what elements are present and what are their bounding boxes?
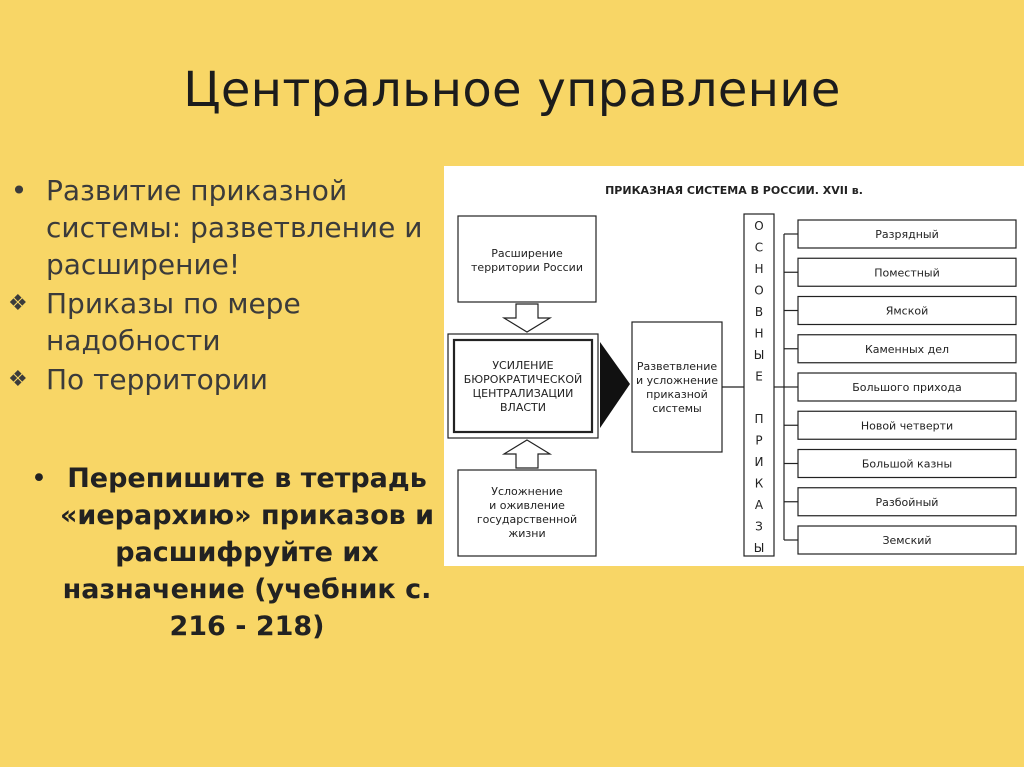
box-state-life-text: жизни xyxy=(508,527,545,540)
vertical-letter: В xyxy=(755,305,763,319)
prikaz-label: Земский xyxy=(882,534,931,547)
box-territory-text: территории России xyxy=(471,261,583,274)
box-centralization-text: ВЛАСТИ xyxy=(500,401,546,414)
task-item: • Перепишите в тетрадь «иерархию» приказ… xyxy=(20,460,450,645)
arrow-up-icon xyxy=(501,439,553,469)
prikaz-system-diagram: ПРИКАЗНАЯ СИСТЕМА В РОССИИ. XVII в. Расш… xyxy=(444,166,1024,566)
bullet-text: Развитие приказной системы: разветвление… xyxy=(46,174,423,281)
prikaz-box xyxy=(797,295,1017,326)
vertical-letter: Е xyxy=(755,369,763,383)
box-centralization-outer xyxy=(447,333,599,439)
bullet-text: Приказы по мере надобности xyxy=(46,287,301,357)
diamond-bullet-icon: ❖ xyxy=(8,367,28,392)
diamond-bullet-icon: ❖ xyxy=(8,291,28,316)
prikaz-box xyxy=(797,525,1017,555)
bullet-text: По территории xyxy=(46,363,268,396)
vertical-letter: Ы xyxy=(754,541,765,555)
vertical-letter: Р xyxy=(755,434,762,448)
prikaz-box xyxy=(797,372,1017,402)
prikaz-box xyxy=(797,448,1017,479)
bullet-item: ❖ Приказы по мере надобности xyxy=(8,285,438,359)
box-centralization-text: УСИЛЕНИЕ xyxy=(492,359,553,372)
diagram-canvas: ПРИКАЗНАЯ СИСТЕМА В РОССИИ. XVII в. Расш… xyxy=(447,184,1017,557)
box-branching-text: Разветвление xyxy=(637,360,718,373)
prikaz-label: Ямской xyxy=(886,305,929,318)
box-osnovnye-prikazy xyxy=(743,213,775,557)
vertical-letter: И xyxy=(755,455,764,469)
prikaz-box xyxy=(797,219,1017,249)
bullet-dot-icon: • xyxy=(10,174,28,207)
prikaz-label: Большой казны xyxy=(862,458,952,471)
vertical-letter: Н xyxy=(754,262,763,276)
prikaz-box xyxy=(797,257,1017,287)
vertical-letter: З xyxy=(755,520,763,534)
bullet-list: • Развитие приказной системы: разветвлен… xyxy=(8,172,438,398)
box-centralization-text: ЦЕНТРАЛИЗАЦИИ xyxy=(473,387,574,400)
bullet-dot-icon: • xyxy=(31,463,47,494)
box-state-life xyxy=(457,469,597,557)
vertical-letter: О xyxy=(754,283,763,297)
vertical-letter: Ы xyxy=(754,348,765,362)
box-territory-expansion xyxy=(457,215,597,303)
arrow-down-icon xyxy=(501,303,553,333)
prikaz-label: Разбойный xyxy=(876,496,939,509)
vertical-letter: П xyxy=(754,412,763,426)
box-centralization-text: БЮРОКРАТИЧЕСКОЙ xyxy=(464,373,583,386)
box-branching xyxy=(631,321,723,453)
box-state-life-text: Усложнение xyxy=(491,485,563,498)
prikaz-label: Каменных дел xyxy=(865,343,949,356)
vertical-letter: Н xyxy=(754,326,763,340)
diagram-connectors xyxy=(501,233,798,541)
prikaz-box xyxy=(797,487,1017,517)
slide-title: Центральное управление xyxy=(183,62,841,118)
vertical-letter: О xyxy=(754,219,763,233)
box-branching-text: приказной xyxy=(646,388,708,401)
prikaz-box xyxy=(797,410,1017,440)
box-branching-text: и усложнение xyxy=(636,374,718,387)
bullet-item: • Развитие приказной системы: разветвлен… xyxy=(8,172,438,283)
bullet-item: ❖ По территории xyxy=(8,361,438,398)
prikaz-label: Новой четверти xyxy=(861,419,953,432)
box-centralization xyxy=(452,338,594,434)
arrow-right-icon xyxy=(600,342,630,428)
prikaz-label: Большого прихода xyxy=(852,381,962,394)
task-text: Перепишите в тетрадь «иерархию» приказов… xyxy=(59,463,435,642)
prikaz-box xyxy=(797,334,1017,364)
diagram-title: ПРИКАЗНАЯ СИСТЕМА В РОССИИ. XVII в. xyxy=(605,184,863,197)
box-branching-text: системы xyxy=(652,402,701,415)
vertical-letter: С xyxy=(755,240,763,254)
vertical-letter: К xyxy=(755,477,764,491)
prikaz-label: Поместный xyxy=(874,266,940,279)
prikaz-label: Разрядный xyxy=(875,228,938,241)
vertical-letter: А xyxy=(755,498,764,512)
box-state-life-text: государственной xyxy=(477,513,577,526)
box-territory-text: Расширение xyxy=(491,247,563,260)
box-state-life-text: и оживление xyxy=(489,499,565,512)
